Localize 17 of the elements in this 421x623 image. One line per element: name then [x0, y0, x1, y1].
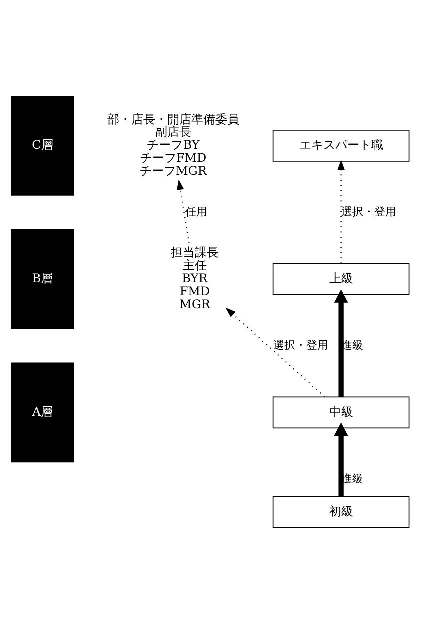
node-box: B層: [11, 228, 74, 329]
arrow: [226, 307, 326, 397]
node-box: 中級: [272, 396, 410, 428]
node-box: 初級: [272, 496, 410, 528]
arrow: [176, 179, 190, 244]
node-box: 上級: [272, 262, 410, 295]
edge-label: 選択・登用: [341, 205, 396, 218]
node-box: エキスパート職: [272, 130, 410, 162]
arrow: [334, 422, 348, 496]
node-box: A層: [11, 362, 74, 462]
arrow: [338, 159, 345, 264]
edge-label: 任用: [186, 205, 208, 218]
edge-label: 選択・登用: [273, 338, 328, 352]
node-text: 部・店長・開店準備委員 副店長 チーフBY チーフFMD チーフMGR: [108, 112, 240, 178]
node-box: C層: [11, 96, 74, 196]
node-text: 担当課長 主任 BYR FMD MGR: [171, 245, 220, 311]
arrow: [334, 289, 348, 396]
